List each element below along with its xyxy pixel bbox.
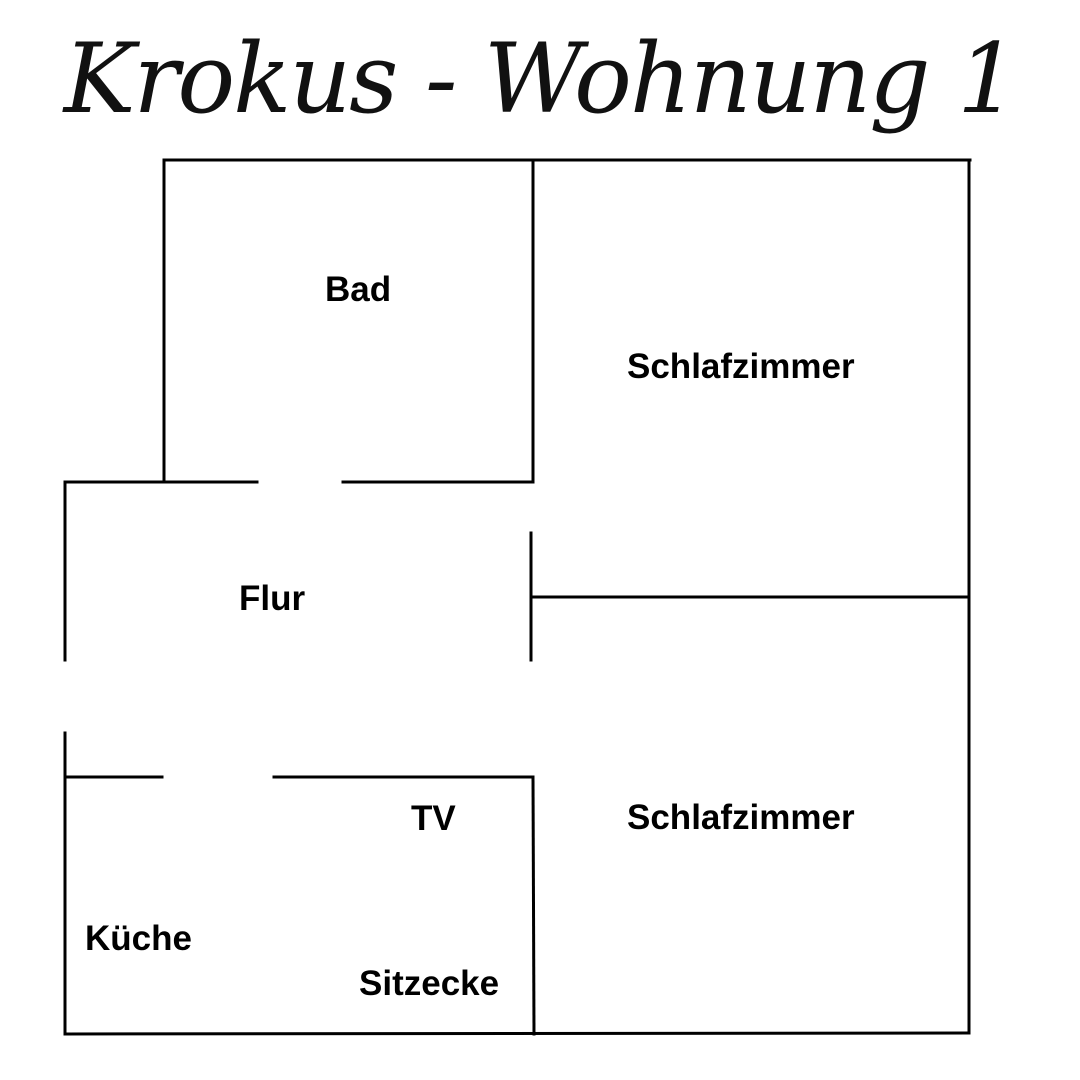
room-label-schlafzimmer-2: Schlafzimmer [627, 798, 855, 837]
room-label-schlafzimmer-1: Schlafzimmer [627, 347, 855, 386]
plan-title: Krokus - Wohnung 1 [62, 23, 1016, 135]
room-labels: Bad Schlafzimmer Flur Schlafzimmer TV Kü… [85, 270, 855, 1003]
wall-kueche-right [531, 775, 536, 1036]
room-label-bad: Bad [325, 270, 391, 309]
room-label-sitzecke: Sitzecke [359, 964, 499, 1003]
room-label-kueche: Küche [85, 919, 192, 958]
room-label-tv: TV [411, 799, 456, 838]
walls [63, 158, 972, 1036]
room-label-flur: Flur [239, 579, 305, 618]
wall-bottom [63, 1031, 971, 1036]
